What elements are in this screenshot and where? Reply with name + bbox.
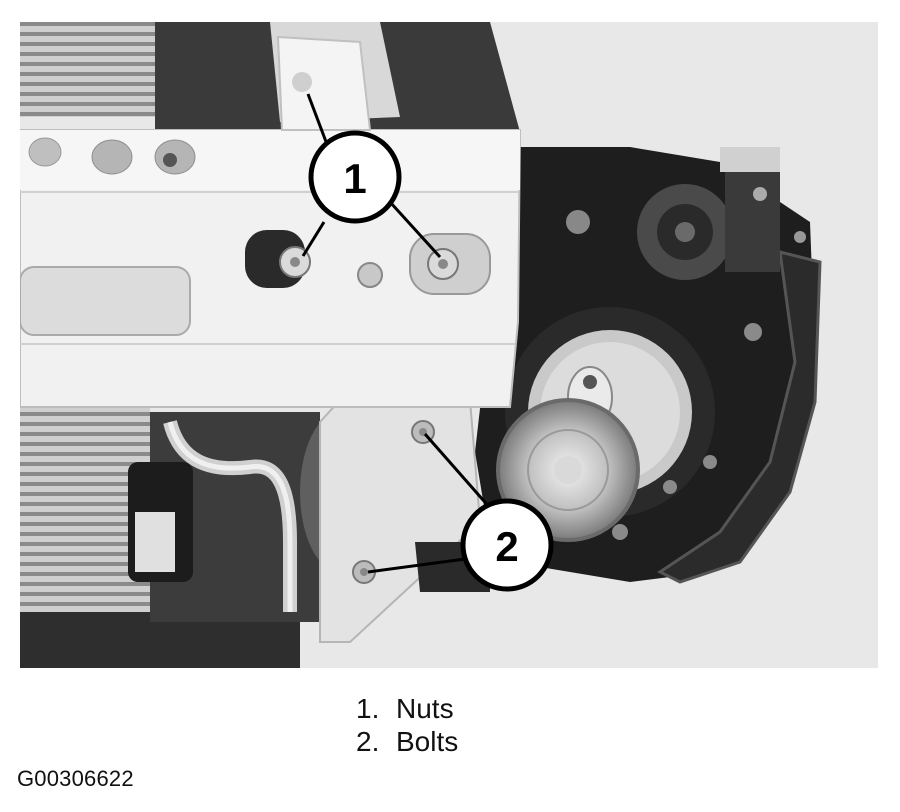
- legend-item-number: 1.: [356, 693, 380, 724]
- leader-line-1a: [306, 93, 330, 148]
- legend-item-bolts: 2. Bolts: [356, 725, 458, 758]
- leader-line-1c: [388, 200, 442, 259]
- callout-2-number: 2: [495, 523, 518, 570]
- radiator-upper: [20, 22, 155, 117]
- callout-2: 2: [460, 498, 554, 592]
- legend-item-label: Bolts: [396, 726, 459, 757]
- legend-item-number: 2.: [356, 726, 380, 757]
- figure-id: G00306622: [17, 766, 134, 791]
- legend-item-nuts: 1. Nuts: [356, 692, 458, 725]
- callout-1-number: 1: [343, 155, 366, 202]
- leader-line-1b: [301, 221, 326, 257]
- callout-1: 1: [308, 130, 402, 224]
- legend: 1. Nuts 2. Bolts: [356, 692, 458, 758]
- component-photo: 1 2: [20, 22, 878, 668]
- leader-line-2b: [367, 557, 466, 574]
- leader-line-2a: [423, 433, 500, 518]
- legend-item-label: Nuts: [396, 693, 454, 724]
